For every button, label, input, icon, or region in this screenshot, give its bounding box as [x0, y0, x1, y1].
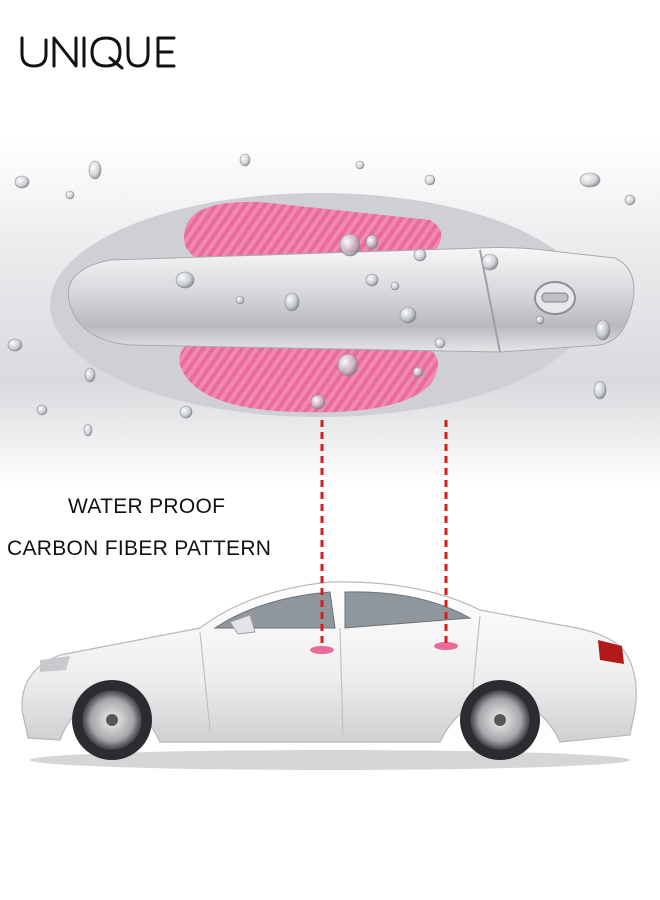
door-handle-closeup-image: [0, 140, 660, 485]
car-side-view-image: [21, 581, 637, 770]
feature-carbon-fiber: CARBON FIBER PATTERN: [7, 537, 272, 560]
feature-water-proof: WATER PROOF: [68, 495, 226, 518]
brand-logo: [20, 36, 176, 70]
